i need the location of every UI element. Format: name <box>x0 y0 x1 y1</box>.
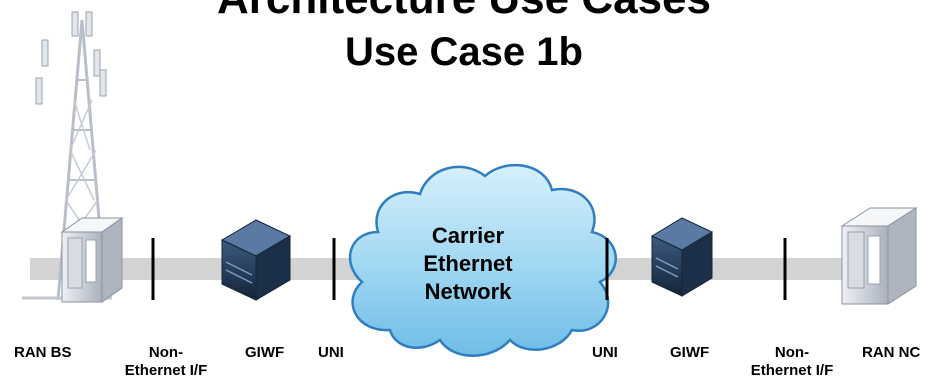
cloud-label-line3: Network <box>424 279 512 304</box>
cloud-label: Carrier Ethernet Network <box>378 222 558 306</box>
cloud-label-line2: Ethernet <box>423 251 513 276</box>
ran-nc-cabinet-icon <box>840 207 918 305</box>
label-non-ethernet-left-line1: Non- <box>148 344 184 361</box>
label-non-ethernet-left-line2: Ethernet I/F <box>124 362 208 379</box>
label-giwf-left: GIWF <box>245 344 285 361</box>
label-giwf-right: GIWF <box>670 344 710 361</box>
label-ran-nc: RAN NC <box>862 344 921 361</box>
ran-bs-cabinet-icon <box>60 217 124 303</box>
giwf-right-device-icon <box>650 217 714 297</box>
carrier-ethernet-cloud <box>348 163 617 357</box>
cloud-label-line1: Carrier <box>431 223 505 248</box>
label-ran-bs: RAN BS <box>14 344 72 361</box>
partial-title: Architecture Use Cases <box>0 0 928 24</box>
label-uni-left: UNI <box>318 344 344 361</box>
label-non-ethernet-left: Non- Ethernet I/F <box>106 344 226 380</box>
page-title: Use Case 1b <box>345 30 583 74</box>
label-uni-right: UNI <box>592 344 618 361</box>
giwf-left-device-icon <box>220 219 292 301</box>
label-non-ethernet-right: Non- Ethernet I/F <box>732 344 852 380</box>
label-non-ethernet-right-line2: Ethernet I/F <box>750 362 834 379</box>
label-non-ethernet-right-line1: Non- <box>774 344 810 361</box>
